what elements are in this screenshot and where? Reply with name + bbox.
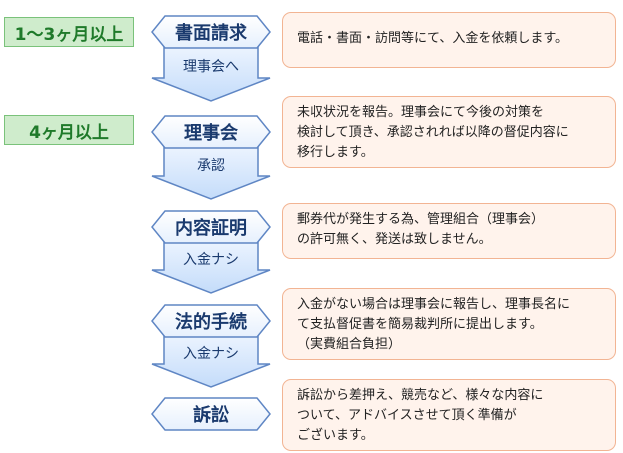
- note-board-meeting: 未収状況を報告。理事会にて今後の対策を 検討して頂き、承認されれば以降の督促内容…: [282, 96, 616, 168]
- stage-title-lawsuit: 訴訟: [193, 405, 229, 426]
- stage-title-certified-mail: 内容証明: [175, 218, 247, 239]
- stage-box-2: [151, 115, 271, 149]
- arrow-label-no-payment-1: 入金ナシ: [183, 252, 239, 268]
- period-label-1-3-months: 1〜3ヶ月以上: [4, 17, 134, 47]
- stage-title-written-demand: 書面請求: [175, 23, 247, 44]
- flow-arrow-1: [151, 43, 271, 102]
- note-certified-mail: 郵券代が発生する為、管理組合（理事会） の許可無く、発送は致しません。: [282, 203, 616, 259]
- note-legal-procedure: 入金がない場合は理事会に報告し、理事長名に て支払督促書を簡易裁判所に提出します…: [282, 288, 616, 360]
- stage-box-5: [151, 397, 271, 431]
- note-written-demand: 電話・書面・訪問等にて、入金を依頼します。: [282, 12, 616, 68]
- stage-box-4: [151, 304, 271, 338]
- flow-arrow-3: [151, 237, 271, 294]
- note-lawsuit: 訴訟から差押え、競売など、様々な内容に ついて、アドバイスさせて頂く準備が ござ…: [282, 379, 616, 451]
- arrow-label-approval: 承認: [197, 158, 225, 174]
- stage-box-1: [151, 15, 271, 49]
- flow-arrow-4: [151, 331, 271, 388]
- flow-arrow-2: [151, 143, 271, 200]
- stage-title-legal-procedure: 法的手続: [175, 312, 247, 333]
- arrow-label-no-payment-2: 入金ナシ: [183, 346, 239, 362]
- stage-box-3: [151, 210, 271, 244]
- period-label-4-months: 4ヶ月以上: [4, 115, 134, 145]
- stage-title-board-meeting: 理事会: [184, 123, 238, 144]
- arrow-label-to-board: 理事会へ: [183, 59, 239, 75]
